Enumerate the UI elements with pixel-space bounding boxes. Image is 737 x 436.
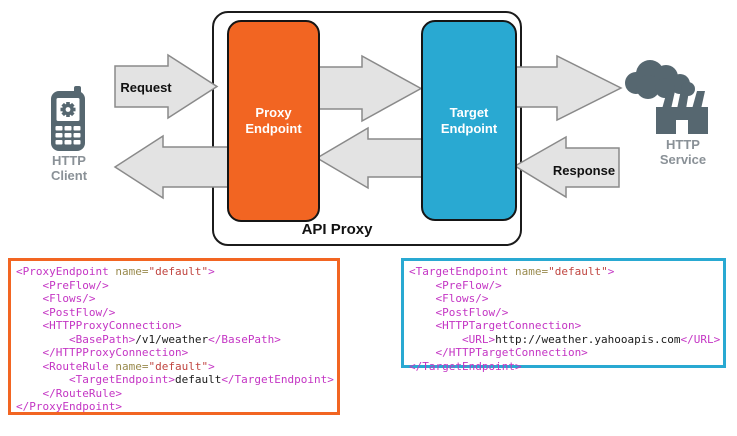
code-line: <PreFlow/> (409, 278, 502, 292)
request-arrow-label: Request (120, 80, 172, 95)
proxy-to-client-arrow (113, 134, 229, 200)
http-client-icon-wrap (47, 86, 91, 152)
code-line: <RouteRule name="default"> (16, 359, 215, 373)
proxy-to-target-arrow (313, 54, 423, 123)
code-line: <PostFlow/> (409, 305, 509, 319)
code-line: </HTTPProxyConnection> (16, 346, 189, 359)
code-line: </TargetEndpoint> (409, 359, 522, 373)
http-service-label: HTTP Service (659, 137, 707, 167)
target-endpoint-box: Target Endpoint (421, 20, 517, 221)
code-line: <TargetEndpoint name="default"> (409, 265, 615, 278)
response-arrow (513, 135, 620, 199)
code-line: <BasePath>/v1/weather</BasePath> (16, 332, 281, 346)
code-line: <URL>http://weather.yahooapis.com</URL> (409, 332, 721, 346)
code-line: <HTTPProxyConnection> (16, 319, 182, 332)
proxy-endpoint-code-block: <ProxyEndpoint name="default"> <PreFlow/… (8, 258, 340, 415)
code-line: <ProxyEndpoint name="default"> (16, 265, 215, 278)
mobile-phone-icon (51, 86, 85, 151)
target-to-proxy-arrow (315, 126, 425, 190)
http-service-icon-wrap (620, 58, 712, 136)
code-line: <PreFlow/> (16, 278, 109, 292)
target-to-service-arrow (510, 54, 623, 122)
factory-icon (625, 60, 708, 134)
request-arrow (114, 53, 219, 120)
target-endpoint-code-block: <TargetEndpoint name="default"> <PreFlow… (401, 258, 726, 373)
code-line: <Flows/> (409, 292, 489, 305)
http-client-label: HTTP Client (50, 153, 88, 183)
proxy-endpoint-box: Proxy Endpoint (227, 20, 320, 222)
code-line: <HTTPTargetConnection> (409, 319, 582, 332)
code-line: <TargetEndpoint>default</TargetEndpoint> (16, 373, 334, 386)
api-proxy-label: API Proxy (301, 221, 373, 238)
response-arrow-label: Response (552, 163, 616, 178)
code-line: </HTTPTargetConnection> (409, 346, 588, 359)
code-line: </RouteRule> (16, 386, 122, 400)
code-line: <Flows/> (16, 292, 96, 305)
code-line: </ProxyEndpoint> (16, 400, 122, 413)
code-line: <PostFlow/> (16, 305, 116, 319)
